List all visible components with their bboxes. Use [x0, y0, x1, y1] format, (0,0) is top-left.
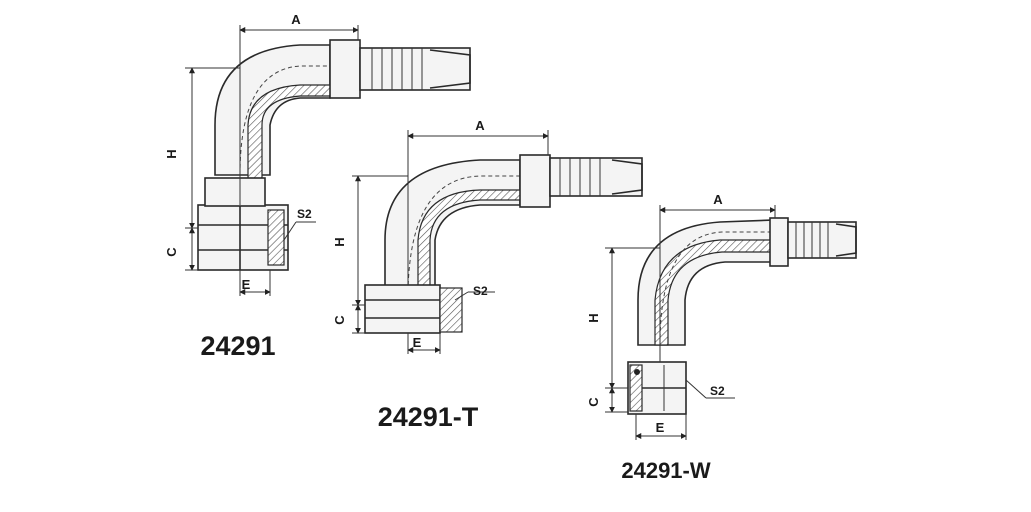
dim-s2: S2	[685, 379, 735, 399]
dim-h: H	[164, 67, 240, 229]
dim-a: A	[659, 192, 776, 362]
dim-s2: S2	[454, 284, 495, 301]
dim-a-label: A	[475, 118, 485, 133]
dim-c-label: C	[586, 397, 601, 407]
dim-a: A	[407, 118, 549, 285]
dim-e: E	[635, 414, 687, 440]
part-number-label: 24291-T	[378, 402, 479, 432]
dim-a-label: A	[713, 192, 723, 207]
dim-e-label: E	[242, 277, 251, 292]
hose-stem	[769, 217, 857, 267]
dim-e: E	[239, 270, 271, 296]
dim-e-label: E	[413, 335, 422, 350]
elbow-body	[214, 44, 331, 176]
part-number-label: 24291	[200, 331, 275, 361]
swivel-nut	[364, 284, 463, 334]
dim-a: A	[239, 12, 359, 205]
dim-s2-label: S2	[473, 284, 488, 298]
hose-stem	[329, 39, 471, 99]
fitting-24291-T: A H C E S2 24291-T	[332, 118, 643, 432]
dim-s2-label: S2	[710, 384, 725, 398]
fitting-24291-W: A H C E S2 24291-W	[586, 192, 857, 483]
dim-c: C	[332, 304, 365, 334]
dim-e-label: E	[656, 420, 665, 435]
dim-c-label: C	[332, 315, 347, 325]
dim-e: E	[407, 333, 441, 354]
elbow-body	[384, 159, 521, 291]
elbow-centerline	[239, 65, 470, 176]
weld-dot	[634, 369, 640, 375]
dim-h: H	[586, 247, 660, 389]
hose-stem	[519, 154, 643, 208]
fitting-24291: A H C E S2 24291	[164, 12, 471, 361]
elbow-centerline	[407, 175, 640, 293]
dim-s2: S2	[283, 207, 316, 241]
dim-h-label: H	[164, 149, 179, 158]
part-number-label: 24291-W	[621, 458, 711, 483]
dim-c: C	[164, 227, 198, 271]
dim-h: H	[332, 175, 408, 306]
dim-c-label: C	[164, 247, 179, 257]
swivel-nut	[627, 361, 687, 415]
dim-h-label: H	[332, 237, 347, 246]
dim-c: C	[586, 387, 628, 413]
dim-a-label: A	[291, 12, 301, 27]
dim-h-label: H	[586, 313, 601, 322]
dim-s2-label: S2	[297, 207, 312, 221]
swivel-nut	[197, 177, 289, 271]
